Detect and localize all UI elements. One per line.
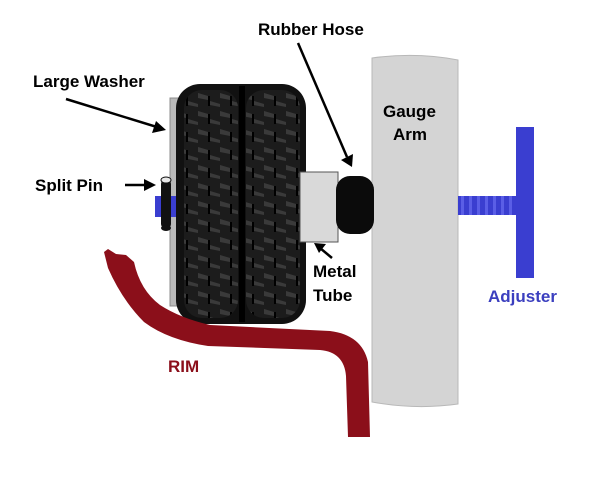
rim-label: RIM (168, 357, 199, 376)
rubber-hose (336, 176, 374, 234)
metal-tube-label-line1: Metal (313, 262, 356, 281)
gauge-arm-label-line2: Arm (393, 125, 427, 144)
split-pin-label: Split Pin (35, 176, 103, 195)
large-washer-label: Large Washer (33, 72, 145, 91)
adjuster-thread (458, 196, 518, 215)
adjuster-label: Adjuster (488, 287, 557, 306)
leader-arrows (65, 42, 353, 259)
gauge-arm-label-line1: Gauge (383, 102, 436, 121)
adjuster-handle (516, 127, 534, 278)
split-pin (160, 176, 172, 231)
gauge-arm (371, 54, 459, 408)
metal-tube-label-line2: Tube (313, 286, 352, 305)
rim (104, 249, 370, 437)
tire (176, 84, 306, 324)
rubber-hose-label: Rubber Hose (258, 20, 364, 39)
metal-tube (299, 171, 339, 243)
